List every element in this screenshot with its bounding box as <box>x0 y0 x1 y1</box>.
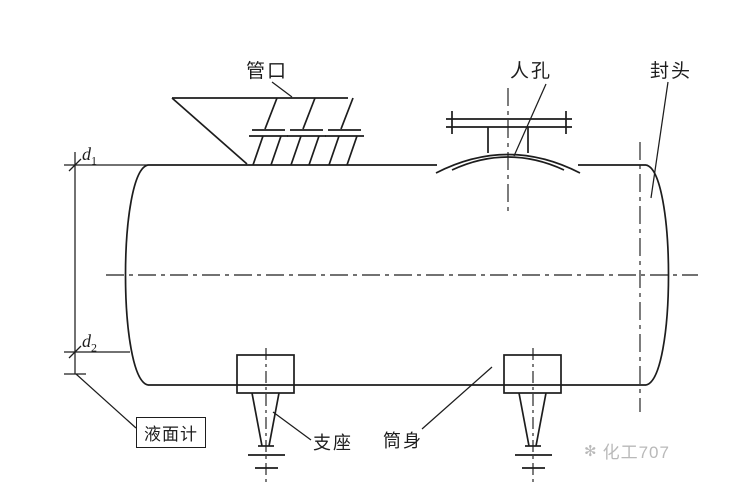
head-label: 封头 <box>650 61 693 82</box>
manhole-flange-bolt-ticks <box>451 111 567 134</box>
nozzle-1-pipe <box>264 97 278 130</box>
nozzle-2-pipe <box>302 97 316 130</box>
nozzle-3-flange <box>325 129 364 137</box>
right-head-curve <box>645 164 670 386</box>
nozzle-3-body <box>328 135 358 166</box>
nozzle-3-pipe <box>340 97 354 130</box>
support-leader-line <box>272 411 312 441</box>
d2-base: d <box>82 331 91 351</box>
manhole-leader-line <box>513 83 547 157</box>
level-gauge-leader-line <box>75 373 137 429</box>
manhole-neck <box>487 127 529 153</box>
support-right-web <box>518 392 547 447</box>
support-left-web <box>251 392 280 447</box>
manhole-flange <box>446 118 572 128</box>
head-leader-line <box>650 81 669 199</box>
nozzle-label: 管口 <box>246 61 289 82</box>
watermark: ✻ 化工707 <box>584 438 670 463</box>
watermark-logo-icon: ✻ <box>584 442 598 460</box>
left-head-curve <box>124 164 149 386</box>
support-right <box>503 348 562 484</box>
level-gauge-label: 液面计 <box>136 417 206 448</box>
support-left <box>236 348 295 484</box>
nozzle-header-slant <box>171 97 248 165</box>
shell-leader-line <box>421 366 493 430</box>
d1-subscript: 1 <box>91 153 97 168</box>
support-label: 支座 <box>313 433 353 453</box>
manhole-label: 人孔 <box>510 61 553 82</box>
d2-subscript: 2 <box>91 340 97 355</box>
d1-base: d <box>82 144 91 164</box>
nozzle-leader-line <box>271 81 293 98</box>
nozzle-1-body <box>252 135 282 166</box>
nozzle-1-flange <box>249 129 288 137</box>
nozzle-group <box>171 81 364 166</box>
dimension-group <box>64 152 148 429</box>
manhole-group <box>435 83 581 215</box>
vessel-shell <box>106 142 698 412</box>
d2-tick-slash <box>68 345 82 359</box>
nozzle-2-flange <box>287 129 326 137</box>
dimension-d2-label: d2 <box>82 331 97 356</box>
nozzle-2-body <box>290 135 320 166</box>
watermark-text: 化工707 <box>602 443 670 462</box>
shell-label: 筒身 <box>383 431 423 451</box>
dimension-d1-label: d1 <box>82 144 97 169</box>
d1-tick-slash <box>68 158 82 172</box>
